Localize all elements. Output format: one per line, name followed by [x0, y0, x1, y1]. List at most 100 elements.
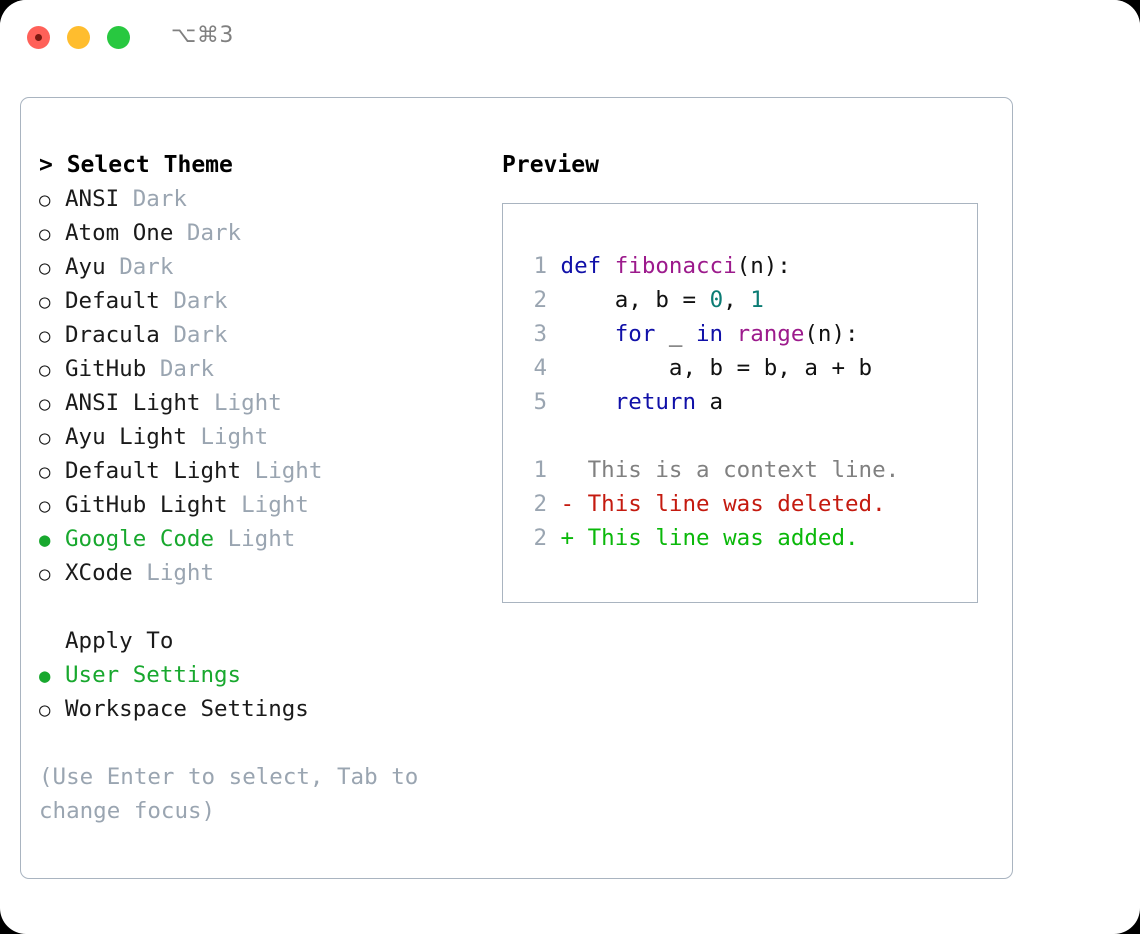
radio-selected-icon[interactable] [39, 522, 65, 557]
apply-to-option[interactable]: Workspace Settings [39, 692, 479, 726]
code-diff-separator [521, 419, 971, 453]
theme-category-badge: Dark [132, 186, 187, 212]
theme-name: Ayu [65, 254, 106, 280]
theme-name: Ayu Light [65, 424, 187, 450]
shortcut-label: ⌥⌘3 [171, 23, 234, 48]
theme-category-badge: Dark [119, 254, 174, 280]
theme-list-item[interactable]: ANSI Light Light [39, 386, 479, 420]
code-token: , [723, 287, 751, 313]
radio-unselected-icon[interactable] [39, 692, 65, 727]
radio-unselected-icon[interactable] [39, 182, 65, 217]
line-number: 1 [533, 457, 547, 483]
preview-header: Preview [502, 152, 599, 178]
radio-unselected-icon[interactable] [39, 420, 65, 455]
line-number: 3 [533, 321, 547, 347]
theme-category-badge: Light [146, 560, 215, 586]
theme-list: ANSI DarkAtom One DarkAyu DarkDefault Da… [39, 182, 479, 590]
apply-to-label: Workspace Settings [65, 696, 309, 722]
theme-list-item[interactable]: Dracula Dark [39, 318, 479, 352]
diff-line-text: + This line was added. [547, 525, 859, 551]
theme-list-item[interactable]: Atom One Dark [39, 216, 479, 250]
line-number: 4 [533, 355, 547, 381]
code-token: return [614, 389, 697, 415]
theme-category-badge: Light [241, 492, 309, 518]
code-token: fibonacci [614, 253, 737, 279]
theme-name: ANSI [65, 186, 120, 212]
theme-name: XCode [65, 560, 133, 586]
radio-unselected-icon[interactable] [39, 250, 65, 285]
apply-to-label: User Settings [65, 662, 242, 688]
theme-category-badge: Light [227, 526, 296, 552]
theme-name: Default [65, 288, 160, 314]
radio-unselected-icon[interactable] [39, 556, 65, 591]
code-token: (n): [736, 253, 791, 279]
code-token: in [696, 321, 724, 347]
radio-selected-icon[interactable] [39, 658, 65, 693]
theme-picker-header: > Select Theme [39, 152, 233, 178]
code-line: 4 a, b = b, a + b [521, 351, 971, 385]
radio-unselected-icon[interactable] [39, 318, 65, 353]
radio-unselected-icon[interactable] [39, 284, 65, 319]
line-number: 5 [533, 389, 547, 415]
diff-line: 2 + This line was added. [521, 521, 971, 555]
radio-unselected-icon[interactable] [39, 216, 65, 251]
code-token: a, b = [560, 287, 710, 313]
code-token [561, 321, 615, 347]
code-token [723, 321, 737, 347]
diff-line-text: This is a context line. [547, 457, 900, 483]
keyboard-hint: (Use Enter to select, Tab to change focu… [39, 760, 439, 828]
code-line: 3 for _ in range(n): [521, 317, 971, 351]
theme-list-item[interactable]: ANSI Dark [39, 182, 479, 216]
code-line: 2 a, b = 0, 1 [521, 283, 971, 317]
hint-line-1: (Use Enter to select, Tab to [39, 764, 419, 790]
theme-name: GitHub [65, 356, 147, 382]
code-token: for [614, 321, 656, 347]
theme-list-item[interactable]: GitHub Dark [39, 352, 479, 386]
line-number: 2 [533, 525, 547, 551]
theme-list-item[interactable]: GitHub Light Light [39, 488, 479, 522]
code-token [561, 389, 615, 415]
diff-line: 2 - This line was deleted. [521, 487, 971, 521]
code-token: range [736, 321, 805, 347]
main-panel: > Select Theme ANSI DarkAtom One DarkAyu… [20, 97, 1013, 879]
theme-name: Atom One [65, 220, 174, 246]
theme-name: Google Code [65, 526, 215, 552]
line-number: 2 [533, 287, 547, 313]
code-token: a, b = b, a + b [560, 355, 873, 381]
maximize-window-button[interactable] [107, 26, 130, 49]
radio-unselected-icon[interactable] [39, 352, 65, 387]
theme-category-badge: Dark [173, 288, 228, 314]
code-line: 5 return a [521, 385, 971, 419]
minimize-window-button[interactable] [67, 26, 90, 49]
apply-to-header: Apply To [65, 628, 174, 654]
theme-list-item[interactable]: Ayu Light Light [39, 420, 479, 454]
code-token: (n): [804, 321, 859, 347]
theme-list-item[interactable]: Default Light Light [39, 454, 479, 488]
code-token: 1 [750, 287, 764, 313]
radio-unselected-icon[interactable] [39, 386, 65, 421]
title-bar: ⌥⌘3 [0, 0, 1140, 78]
apply-to-list: User SettingsWorkspace Settings [39, 658, 479, 726]
recording-indicator-dot [35, 34, 42, 41]
preview-column: Preview 1 def fibonacci(n):2 a, b = 0, 1… [502, 148, 982, 603]
theme-name: GitHub Light [65, 492, 228, 518]
theme-list-item[interactable]: Google Code Light [39, 522, 479, 556]
radio-unselected-icon[interactable] [39, 454, 65, 489]
list-spacer [39, 590, 479, 624]
theme-category-badge: Light [200, 424, 269, 450]
theme-name: Dracula [65, 322, 160, 348]
theme-category-badge: Dark [186, 220, 242, 246]
code-token: 0 [709, 287, 724, 313]
theme-category-badge: Light [254, 458, 323, 484]
theme-list-item[interactable]: Default Dark [39, 284, 479, 318]
radio-unselected-icon[interactable] [39, 488, 65, 523]
theme-picker-column: > Select Theme ANSI DarkAtom One DarkAyu… [39, 148, 479, 828]
theme-list-item[interactable]: Ayu Dark [39, 250, 479, 284]
diff-line-text: - This line was deleted. [547, 491, 886, 517]
theme-category-badge: Dark [159, 356, 215, 382]
apply-to-option[interactable]: User Settings [39, 658, 479, 692]
theme-list-item[interactable]: XCode Light [39, 556, 479, 590]
code-token: _ [655, 321, 697, 347]
